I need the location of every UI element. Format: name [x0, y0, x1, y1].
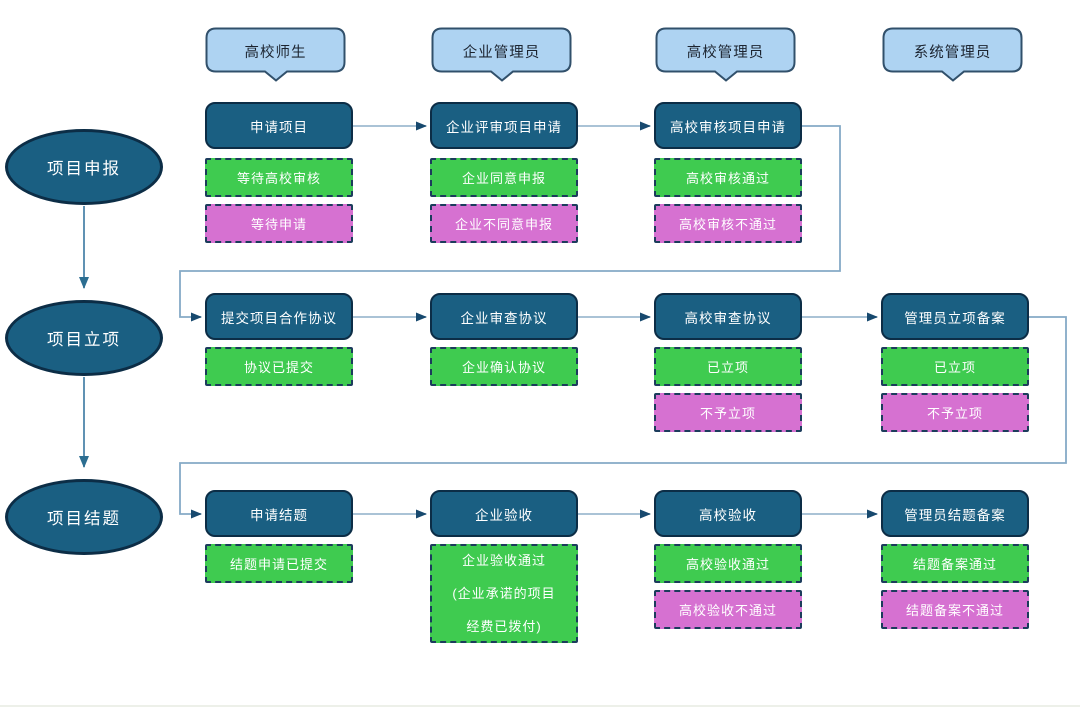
- status-label: 已立项: [933, 360, 976, 375]
- status-established-filed: 已立项: [881, 347, 1029, 386]
- status-label: 等待申请: [250, 217, 307, 232]
- step-university-acceptance: 高校验收: [654, 490, 802, 537]
- step-label: 企业评审项目申请: [446, 119, 562, 135]
- status-label: 结题备案不通过: [905, 603, 1004, 618]
- status-label: 协议已提交: [243, 360, 314, 375]
- lane-header-label: 系统管理员: [913, 44, 992, 61]
- status-waiting-application: 等待申请: [205, 204, 353, 243]
- status-not-established-filed: 不予立项: [881, 393, 1029, 432]
- step-label: 高校验收: [699, 507, 757, 523]
- status-conclusion-filing-passed: 结题备案通过: [881, 544, 1029, 583]
- status-enterprise-acceptance-passed: 企业验收通过 (企业承诺的项目 经费已拨付): [430, 544, 578, 643]
- connector-row2-to-row3: [179, 316, 1067, 519]
- status-label: 高校验收通过: [685, 557, 770, 572]
- phase-label: 项目申报: [47, 160, 121, 178]
- step-label: 企业验收: [475, 507, 533, 523]
- phase-project-application: 项目申报: [5, 129, 163, 205]
- step-university-review-application: 高校审核项目申请: [654, 102, 802, 149]
- step-submit-cooperation-agreement: 提交项目合作协议: [205, 293, 353, 340]
- page-bottom-divider: [0, 705, 1080, 707]
- status-established: 已立项: [654, 347, 802, 386]
- status-label: 高校审核通过: [685, 171, 770, 186]
- status-agreement-submitted: 协议已提交: [205, 347, 353, 386]
- phase-project-establishment: 项目立项: [5, 300, 163, 376]
- lane-header-label: 企业管理员: [462, 44, 541, 61]
- step-admin-establishment-filing: 管理员立项备案: [881, 293, 1029, 340]
- status-label: 高校验收不通过: [678, 603, 777, 618]
- step-apply-project: 申请项目: [205, 102, 353, 149]
- status-label: 高校审核不通过: [678, 217, 777, 232]
- status-label-line2: (企业承诺的项目: [452, 586, 556, 601]
- step-label: 企业审查协议: [460, 310, 548, 326]
- step-label: 提交项目合作协议: [221, 310, 337, 326]
- status-label: 等待高校审核: [236, 171, 321, 186]
- lane-header-university-admin: 高校管理员: [655, 27, 796, 83]
- lane-header-label: 高校管理员: [686, 44, 765, 61]
- status-label-line1: 企业验收通过: [461, 553, 546, 568]
- connector-row1-to-row2: [179, 125, 841, 322]
- status-label: 企业确认协议: [461, 360, 546, 375]
- status-label: 不予立项: [699, 406, 756, 421]
- status-label: 结题申请已提交: [229, 557, 328, 572]
- status-label: 结题备案通过: [912, 557, 997, 572]
- status-label-line3: 经费已拨付): [466, 619, 542, 634]
- step-enterprise-review-application: 企业评审项目申请: [430, 102, 578, 149]
- step-enterprise-review-agreement: 企业审查协议: [430, 293, 578, 340]
- step-label: 申请项目: [250, 119, 308, 135]
- status-label: 企业同意申报: [461, 171, 546, 186]
- step-label: 管理员立项备案: [904, 310, 1006, 326]
- banner-shape: [882, 27, 1023, 82]
- phase-label: 项目结题: [47, 510, 121, 528]
- step-label: 高校审查协议: [684, 310, 772, 326]
- status-university-acceptance-passed: 高校验收通过: [654, 544, 802, 583]
- step-apply-conclusion: 申请结题: [205, 490, 353, 537]
- lane-header-enterprise-admin: 企业管理员: [431, 27, 572, 83]
- lane-header-university-users: 高校师生: [205, 27, 346, 83]
- status-university-review-failed: 高校审核不通过: [654, 204, 802, 243]
- banner-shape: [655, 27, 796, 82]
- banner-shape: [205, 27, 346, 82]
- lane-header-system-admin: 系统管理员: [882, 27, 1023, 83]
- status-label: 不予立项: [926, 406, 983, 421]
- status-conclusion-filing-failed: 结题备案不通过: [881, 590, 1029, 629]
- phase-label: 项目立项: [47, 331, 121, 349]
- step-university-review-agreement: 高校审查协议: [654, 293, 802, 340]
- step-label: 申请结题: [250, 507, 308, 523]
- status-university-review-passed: 高校审核通过: [654, 158, 802, 197]
- lane-header-label: 高校师生: [244, 44, 307, 61]
- step-admin-conclusion-filing: 管理员结题备案: [881, 490, 1029, 537]
- step-enterprise-acceptance: 企业验收: [430, 490, 578, 537]
- status-conclusion-submitted: 结题申请已提交: [205, 544, 353, 583]
- phase-project-conclusion: 项目结题: [5, 479, 163, 555]
- status-waiting-university-review: 等待高校审核: [205, 158, 353, 197]
- status-university-acceptance-failed: 高校验收不通过: [654, 590, 802, 629]
- status-enterprise-confirmed-agreement: 企业确认协议: [430, 347, 578, 386]
- status-enterprise-disagree: 企业不同意申报: [430, 204, 578, 243]
- status-label: 已立项: [706, 360, 749, 375]
- step-label: 高校审核项目申请: [670, 119, 786, 135]
- step-label: 管理员结题备案: [904, 507, 1006, 523]
- status-enterprise-agree: 企业同意申报: [430, 158, 578, 197]
- status-not-established: 不予立项: [654, 393, 802, 432]
- status-label: 企业不同意申报: [454, 217, 553, 232]
- banner-shape: [431, 27, 572, 82]
